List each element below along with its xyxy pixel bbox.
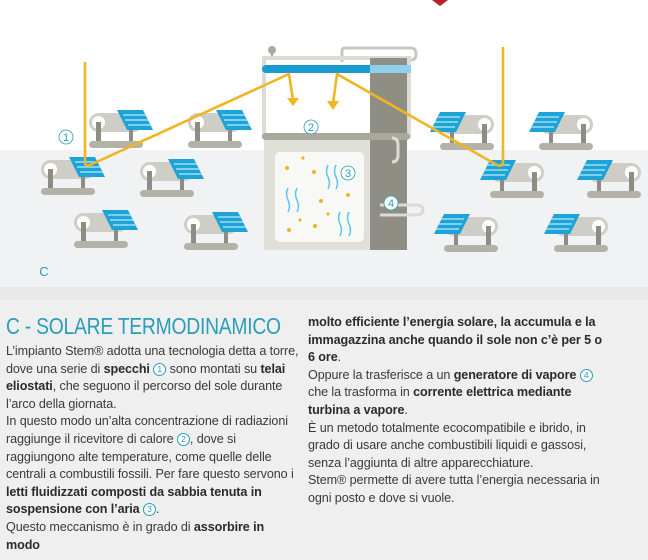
text: sono montati su bbox=[166, 361, 261, 376]
red-marker-icon bbox=[432, 0, 448, 6]
label-1: 1 bbox=[63, 132, 69, 144]
section-title: C - SOLARE TERMODINAMICO bbox=[6, 313, 281, 339]
text-column-left: L’impianto Stem® adotta una tecnologia d… bbox=[6, 343, 300, 554]
paragraph: molto efficiente l’energia solare, la ac… bbox=[308, 314, 608, 367]
solar-tower-illustration: 1 2 3 4 C bbox=[0, 0, 648, 279]
circled-number: 3 bbox=[142, 503, 156, 517]
bold-text: corrente elettrica mediante turbina a va… bbox=[308, 385, 572, 417]
bold-text: molto efficiente l’energia solare, la ac… bbox=[308, 315, 603, 365]
circled-number: 1 bbox=[153, 362, 167, 376]
bold-text: specchi bbox=[103, 361, 150, 376]
bold-text: telai eliostati bbox=[6, 361, 286, 394]
circled-number: 2 bbox=[176, 432, 190, 446]
text: Questo meccanismo è in grado di bbox=[6, 519, 194, 534]
paragraph: Questo meccanismo è in grado di assorbir… bbox=[6, 519, 300, 554]
bold-text: generatore di vapore bbox=[453, 367, 577, 382]
bold-text: letti fluidizzati composti da sabbia ten… bbox=[6, 484, 262, 517]
label-4: 4 bbox=[388, 198, 394, 210]
label-3: 3 bbox=[345, 168, 351, 180]
text: . bbox=[155, 502, 160, 517]
text: In questo modo un’alta concentrazione di… bbox=[6, 414, 288, 446]
text: , che seguono il percorso del sole duran… bbox=[6, 379, 283, 411]
arrow-down-icon bbox=[287, 98, 299, 106]
figure-letter: C bbox=[39, 264, 48, 279]
text: L’impianto Stem® adotta una tecnologia d… bbox=[6, 344, 299, 376]
sun-beams bbox=[83, 47, 505, 167]
bold-text: assorbire in modo bbox=[6, 519, 265, 552]
circled-number: 4 bbox=[579, 368, 593, 382]
text-column-right: molto efficiente l’energia solare, la ac… bbox=[308, 314, 608, 508]
paragraph: È un metodo totalmente ecocompatibile e … bbox=[308, 420, 587, 470]
paragraph: In questo modo un’alta concentrazione di… bbox=[6, 413, 300, 519]
text: . bbox=[337, 350, 342, 365]
arrow-down-icon bbox=[327, 101, 339, 110]
text: che la trasforma in bbox=[308, 385, 414, 400]
paragraph: Stem® permette di avere tutta l’energia … bbox=[308, 473, 600, 505]
text: Oppure la trasferisce a un bbox=[308, 367, 454, 382]
paragraph: L’impianto Stem® adotta una tecnologia d… bbox=[6, 343, 300, 413]
text: . bbox=[404, 402, 408, 417]
text: , dove si raggiungono alte temperature, … bbox=[6, 431, 294, 482]
paragraph: Oppure la trasferisce a un generatore di… bbox=[308, 367, 608, 420]
label-2: 2 bbox=[308, 122, 314, 134]
